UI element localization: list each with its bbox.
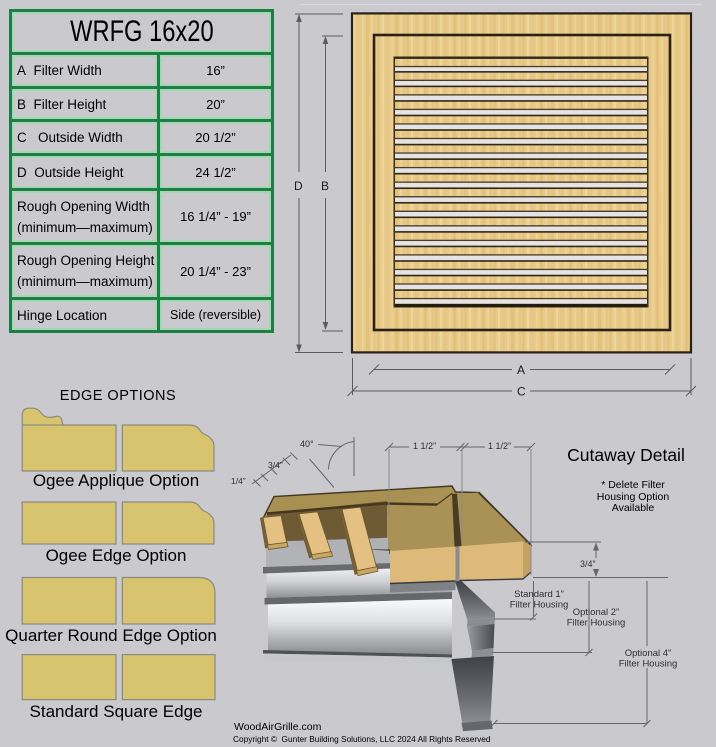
svg-text:C: C xyxy=(517,385,526,399)
svg-text:Standard 1”: Standard 1” xyxy=(514,589,564,600)
svg-text:1 1/2”: 1 1/2” xyxy=(413,441,436,451)
svg-text:1 1/2”: 1 1/2” xyxy=(488,441,511,451)
svg-text:B: B xyxy=(321,179,329,193)
svg-text:40°: 40° xyxy=(300,439,314,449)
svg-text:Filter Housing: Filter Housing xyxy=(567,618,626,629)
svg-text:Filter Housing: Filter Housing xyxy=(619,659,678,670)
svg-text:1/4”: 1/4” xyxy=(231,476,246,486)
svg-text:A: A xyxy=(517,363,525,377)
svg-text:Optional 4”: Optional 4” xyxy=(625,648,671,659)
svg-text:Filter Housing: Filter Housing xyxy=(510,600,569,611)
svg-text:3/4”: 3/4” xyxy=(580,559,596,569)
svg-text:3/4”: 3/4” xyxy=(268,460,283,470)
svg-text:Optional 2”: Optional 2” xyxy=(573,607,619,618)
svg-text:D: D xyxy=(294,179,303,193)
